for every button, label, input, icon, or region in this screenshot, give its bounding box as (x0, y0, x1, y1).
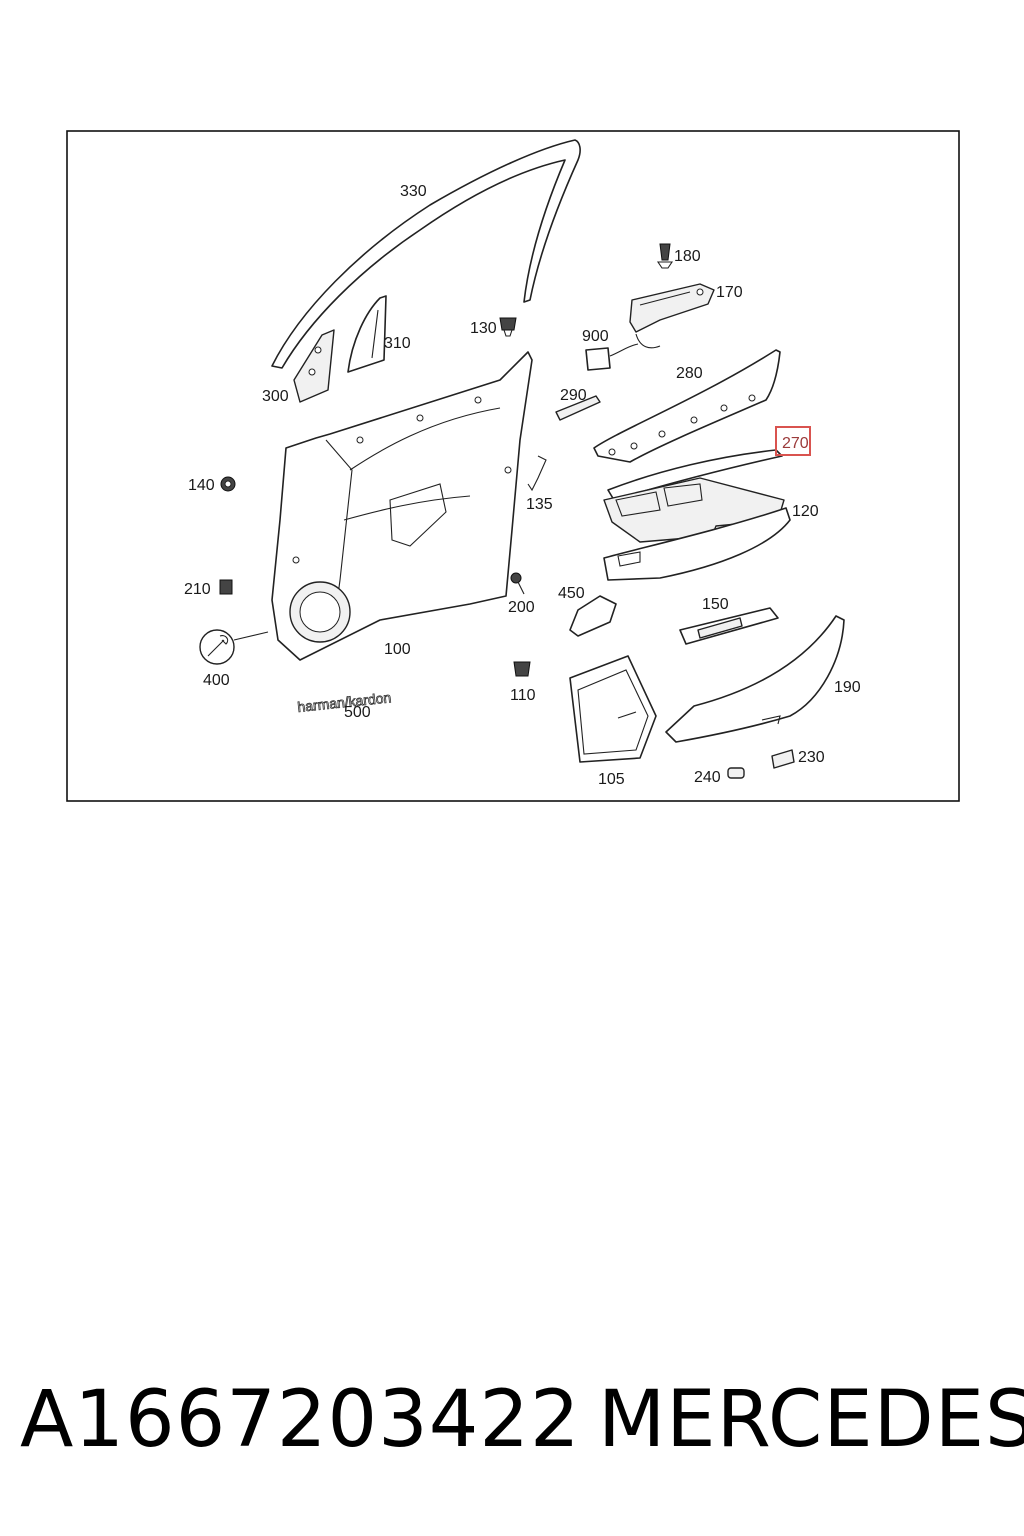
part-240-plug[interactable] (727, 767, 745, 779)
callout-300: 300 (262, 388, 289, 405)
callout-400: 400 (203, 672, 230, 689)
callout-450: 450 (558, 585, 585, 602)
part-105-speaker-cover[interactable] (569, 655, 657, 763)
callout-180: 180 (674, 248, 701, 265)
callout-100: 100 (384, 641, 411, 658)
part-200-screw[interactable] (510, 572, 525, 595)
part-120-armrest[interactable] (603, 507, 791, 581)
callout-150: 150 (702, 596, 729, 613)
diagram-border (66, 130, 960, 802)
part-310-mirror-trim[interactable] (347, 295, 387, 373)
callout-900: 900 (582, 328, 609, 345)
callout-130: 130 (470, 320, 497, 337)
callout-270[interactable]: 270 (782, 435, 809, 452)
part-150-pull-handle[interactable] (679, 607, 779, 645)
part-110-clip[interactable] (513, 661, 531, 677)
footer: A1667203422 MERCEDES (0, 1370, 1024, 1480)
callout-240: 240 (694, 769, 721, 786)
part-120-switch-panel[interactable] (603, 477, 785, 543)
callout-105: 105 (598, 771, 625, 788)
part-900-module[interactable] (585, 343, 639, 371)
part-140-clip[interactable] (220, 476, 236, 492)
part-100-door-panel[interactable] (271, 351, 533, 661)
part-280-panel[interactable] (593, 349, 781, 463)
part-180-clip[interactable] (656, 243, 674, 269)
part-300-bracket[interactable] (293, 329, 335, 403)
part-450-insulation[interactable] (569, 595, 617, 637)
callout-310: 310 (384, 335, 411, 352)
part-170-door-handle[interactable] (629, 283, 715, 349)
part-130-clip[interactable] (499, 317, 517, 337)
callout-330: 330 (400, 183, 427, 200)
callout-135: 135 (526, 496, 553, 513)
part-230-clip[interactable] (771, 749, 795, 769)
callout-200: 200 (508, 599, 535, 616)
callout-270-highlight (775, 426, 811, 456)
part-330-window-trim[interactable] (271, 139, 581, 369)
callout-170: 170 (716, 284, 743, 301)
callout-290: 290 (560, 387, 587, 404)
callout-500: 500 (344, 704, 371, 721)
callout-120: 120 (792, 503, 819, 520)
part-290-strip[interactable] (555, 395, 601, 421)
part-number: A1667203422 (20, 1375, 581, 1465)
callout-190: 190 (834, 679, 861, 696)
wrench-icon (199, 629, 269, 665)
callout-280: 280 (676, 365, 703, 382)
callout-230: 230 (798, 749, 825, 766)
part-190-lower-trim[interactable] (665, 615, 845, 743)
callout-110: 110 (510, 687, 536, 704)
callout-140: 140 (188, 477, 215, 494)
part-210-clip[interactable] (219, 579, 233, 595)
part-135-bracket[interactable] (527, 455, 547, 492)
brand-name: MERCEDES (598, 1375, 1024, 1465)
parts-diagram: harman/kardon 330 180 170 130 310 900 30… (66, 130, 960, 802)
callout-210: 210 (184, 581, 211, 598)
